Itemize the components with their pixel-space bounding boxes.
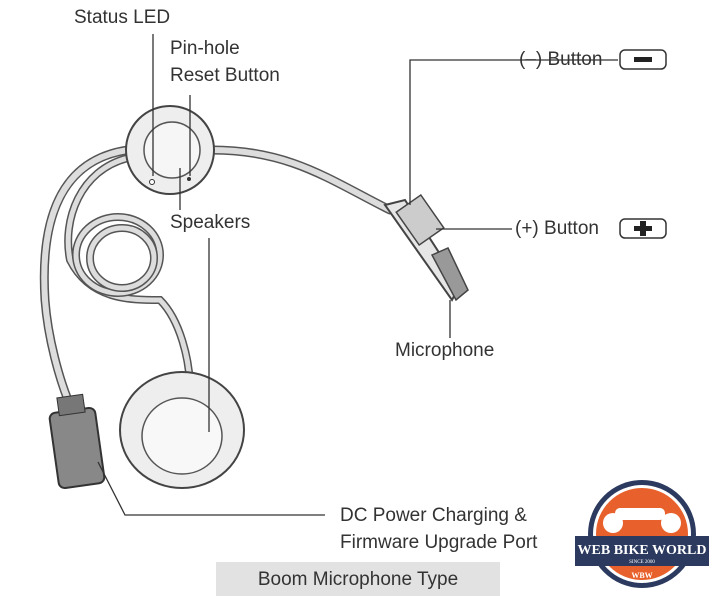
label-microphone: Microphone — [395, 340, 495, 361]
dc-port-housing — [48, 406, 106, 490]
label-pinhole-2: Reset Button — [170, 65, 280, 86]
label-pinhole-1: Pin-hole — [170, 38, 240, 59]
label-speakers: Speakers — [170, 212, 251, 233]
label-dc-2: Firmware Upgrade Port — [340, 532, 538, 553]
svg-text:SINCE 2000: SINCE 2000 — [629, 560, 655, 565]
cable-right — [207, 145, 395, 215]
reset-hole — [187, 177, 191, 181]
label-status-led: Status LED — [74, 7, 171, 28]
svg-text:WBW: WBW — [631, 571, 652, 580]
status-led-dot — [149, 179, 155, 185]
web-bike-world-logo: WEB BIKE WORLD SINCE 2000 WBW — [575, 480, 709, 588]
svg-text:WEB BIKE WORLD: WEB BIKE WORLD — [578, 543, 707, 558]
label-dc-1: DC Power Charging & — [340, 505, 527, 526]
label-minus-button: (–) Button — [519, 49, 603, 70]
label-plus-button: (+) Button — [515, 218, 599, 239]
caption: Boom Microphone Type — [216, 562, 500, 596]
